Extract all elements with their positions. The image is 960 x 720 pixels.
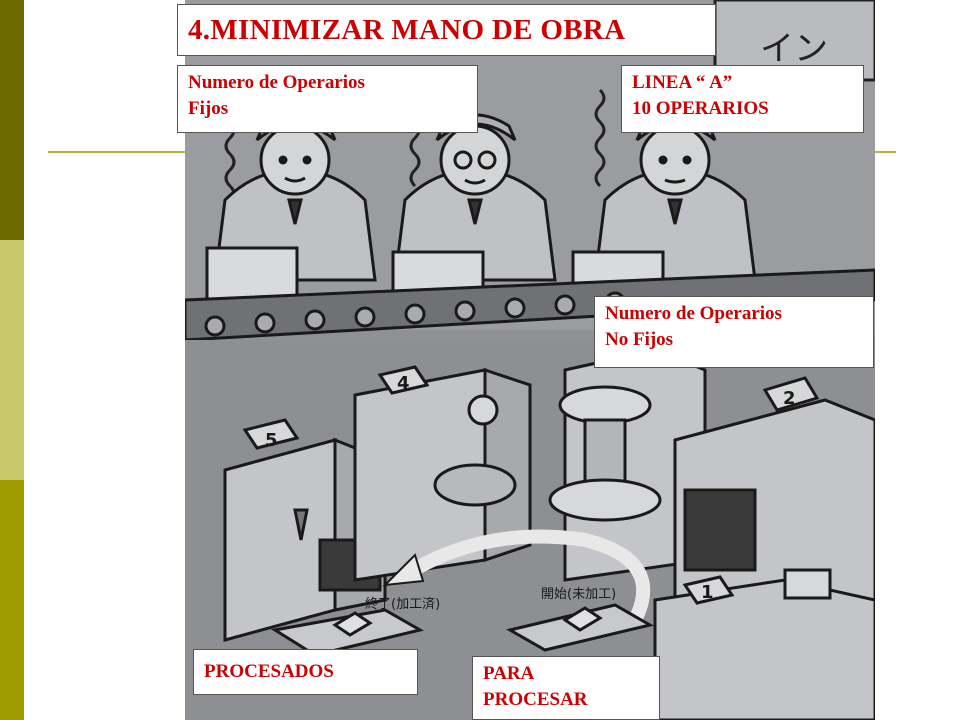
left-stripe-light — [0, 240, 24, 480]
arrow-end-label: 終了(加工済) — [365, 596, 440, 612]
tray-to-process — [505, 603, 655, 652]
label-non-fixed-operators-line-1: Numero de Operarios — [605, 303, 782, 324]
label-fixed-operators-line-2: Fijos — [188, 98, 229, 119]
label-to-process-line-2: PROCESAR — [483, 689, 588, 710]
machine-5-number: 5 — [265, 430, 278, 451]
label-processed: PROCESADOS — [193, 649, 418, 695]
tray-processed — [270, 608, 425, 657]
left-stripe-mid — [0, 480, 24, 720]
label-fixed-operators-line-1: Numero de Operarios — [188, 72, 365, 93]
machine-4: 4 — [353, 365, 532, 582]
left-stripe-dark — [0, 0, 24, 240]
press-machine — [548, 348, 707, 582]
label-line-a-line-2: 10 OPERARIOS — [632, 98, 769, 119]
label-to-process: PARA PROCESAR — [472, 656, 660, 720]
machine-2-number: 2 — [783, 388, 796, 409]
label-fixed-operators: Numero de Operarios Fijos — [177, 65, 478, 133]
label-to-process-line-1: PARA — [483, 663, 535, 684]
conveyor-belt — [185, 268, 875, 342]
machine-1-number: 1 — [701, 582, 714, 603]
flow-arrow: 終了(加工済) 開始(未加工) — [365, 529, 651, 624]
label-line-a: LINEA “ A” 10 OPERARIOS — [621, 65, 864, 133]
label-non-fixed-operators: Numero de Operarios No Fijos — [594, 296, 874, 368]
arrow-start-label: 開始(未加工) — [541, 587, 616, 602]
label-non-fixed-operators-line-2: No Fijos — [605, 329, 674, 350]
slide-title: 4.MINIMIZAR MANO DE OBRA — [177, 4, 716, 56]
wall-sign-text: イン — [760, 29, 828, 69]
machine-4-number: 4 — [397, 373, 410, 394]
label-line-a-line-1: LINEA “ A” — [632, 72, 733, 93]
